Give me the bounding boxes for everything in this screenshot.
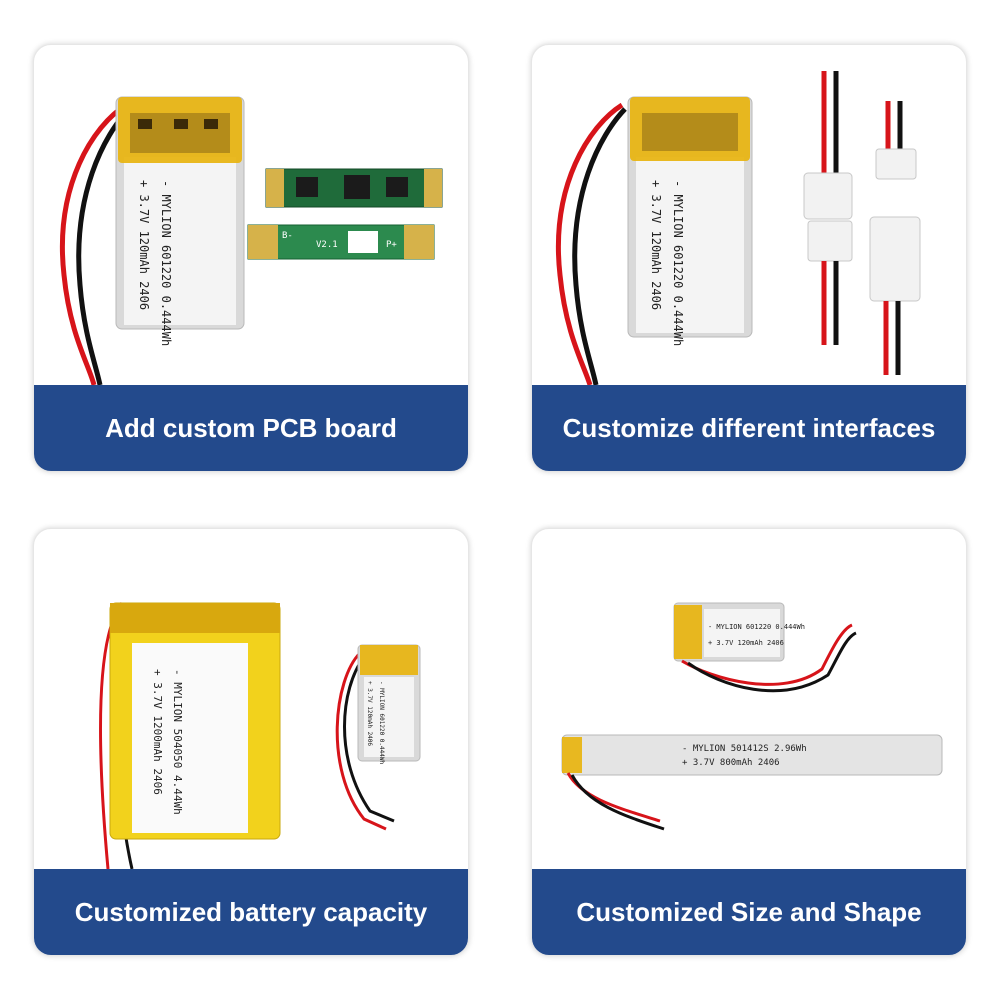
- connector-pair-right: [869, 101, 921, 375]
- pcb-board-top: [265, 168, 443, 208]
- pcb-mark-p-plus: P+: [386, 240, 397, 250]
- battery-label-line2: + 3.7V 120mAh 2406: [649, 180, 663, 310]
- pcb-mark-b-minus: B-: [282, 231, 293, 241]
- pcb-mark-version: V2.1: [316, 240, 338, 250]
- feature-card-size-shape: - MYLION 601220 0.444Wh + 3.7V 120mAh 24…: [531, 528, 967, 956]
- small-and-long-battery-image: - MYLION 601220 0.444Wh + 3.7V 120mAh 24…: [561, 602, 943, 831]
- battery-label-line1: - MYLION 601220 0.444Wh: [671, 180, 685, 346]
- long-battery-label-line2: + 3.7V 800mAh 2406: [682, 758, 780, 768]
- battery-with-connectors-image: - MYLION 601220 0.444Wh + 3.7V 120mAh 24…: [556, 71, 921, 385]
- long-battery-label-line1: - MYLION 501412S 2.96Wh: [682, 744, 807, 754]
- battery-with-pcb-image: - MYLION 601220 0.444Wh + 3.7V 120mAh 24…: [60, 96, 443, 385]
- card-title: Add custom PCB board: [34, 385, 468, 471]
- card-title: Customized Size and Shape: [532, 869, 966, 955]
- feature-card-capacity: - MYLION 504050 4.44Wh + 3.7V 1200mAh 24…: [33, 528, 469, 956]
- small-battery-label-line1: - MYLION 601220 0.444Wh: [708, 623, 805, 631]
- large-and-small-battery-image: - MYLION 504050 4.44Wh + 3.7V 1200mAh 24…: [99, 602, 421, 869]
- small-battery-label-line2: + 3.7V 120mAh 2406: [366, 681, 373, 746]
- feature-card-interfaces: - MYLION 601220 0.444Wh + 3.7V 120mAh 24…: [531, 44, 967, 472]
- pcb-board-bottom: B- V2.1 P+: [247, 224, 435, 260]
- card-title: Customized battery capacity: [34, 869, 468, 955]
- small-battery-label-line1: - MYLION 601220 0.444Wh: [378, 681, 385, 764]
- battery-label-line1: - MYLION 601220 0.444Wh: [159, 180, 173, 346]
- small-battery-label-line2: + 3.7V 120mAh 2406: [708, 639, 784, 647]
- battery-label-line2: + 3.7V 120mAh 2406: [137, 180, 151, 310]
- card-title: Customize different interfaces: [532, 385, 966, 471]
- feature-card-pcb: - MYLION 601220 0.444Wh + 3.7V 120mAh 24…: [33, 44, 469, 472]
- large-battery-label-line1: - MYLION 504050 4.44Wh: [171, 669, 184, 815]
- large-battery-label-line2: + 3.7V 1200mAh 2406: [151, 669, 164, 795]
- connector-pair-left: [803, 71, 853, 345]
